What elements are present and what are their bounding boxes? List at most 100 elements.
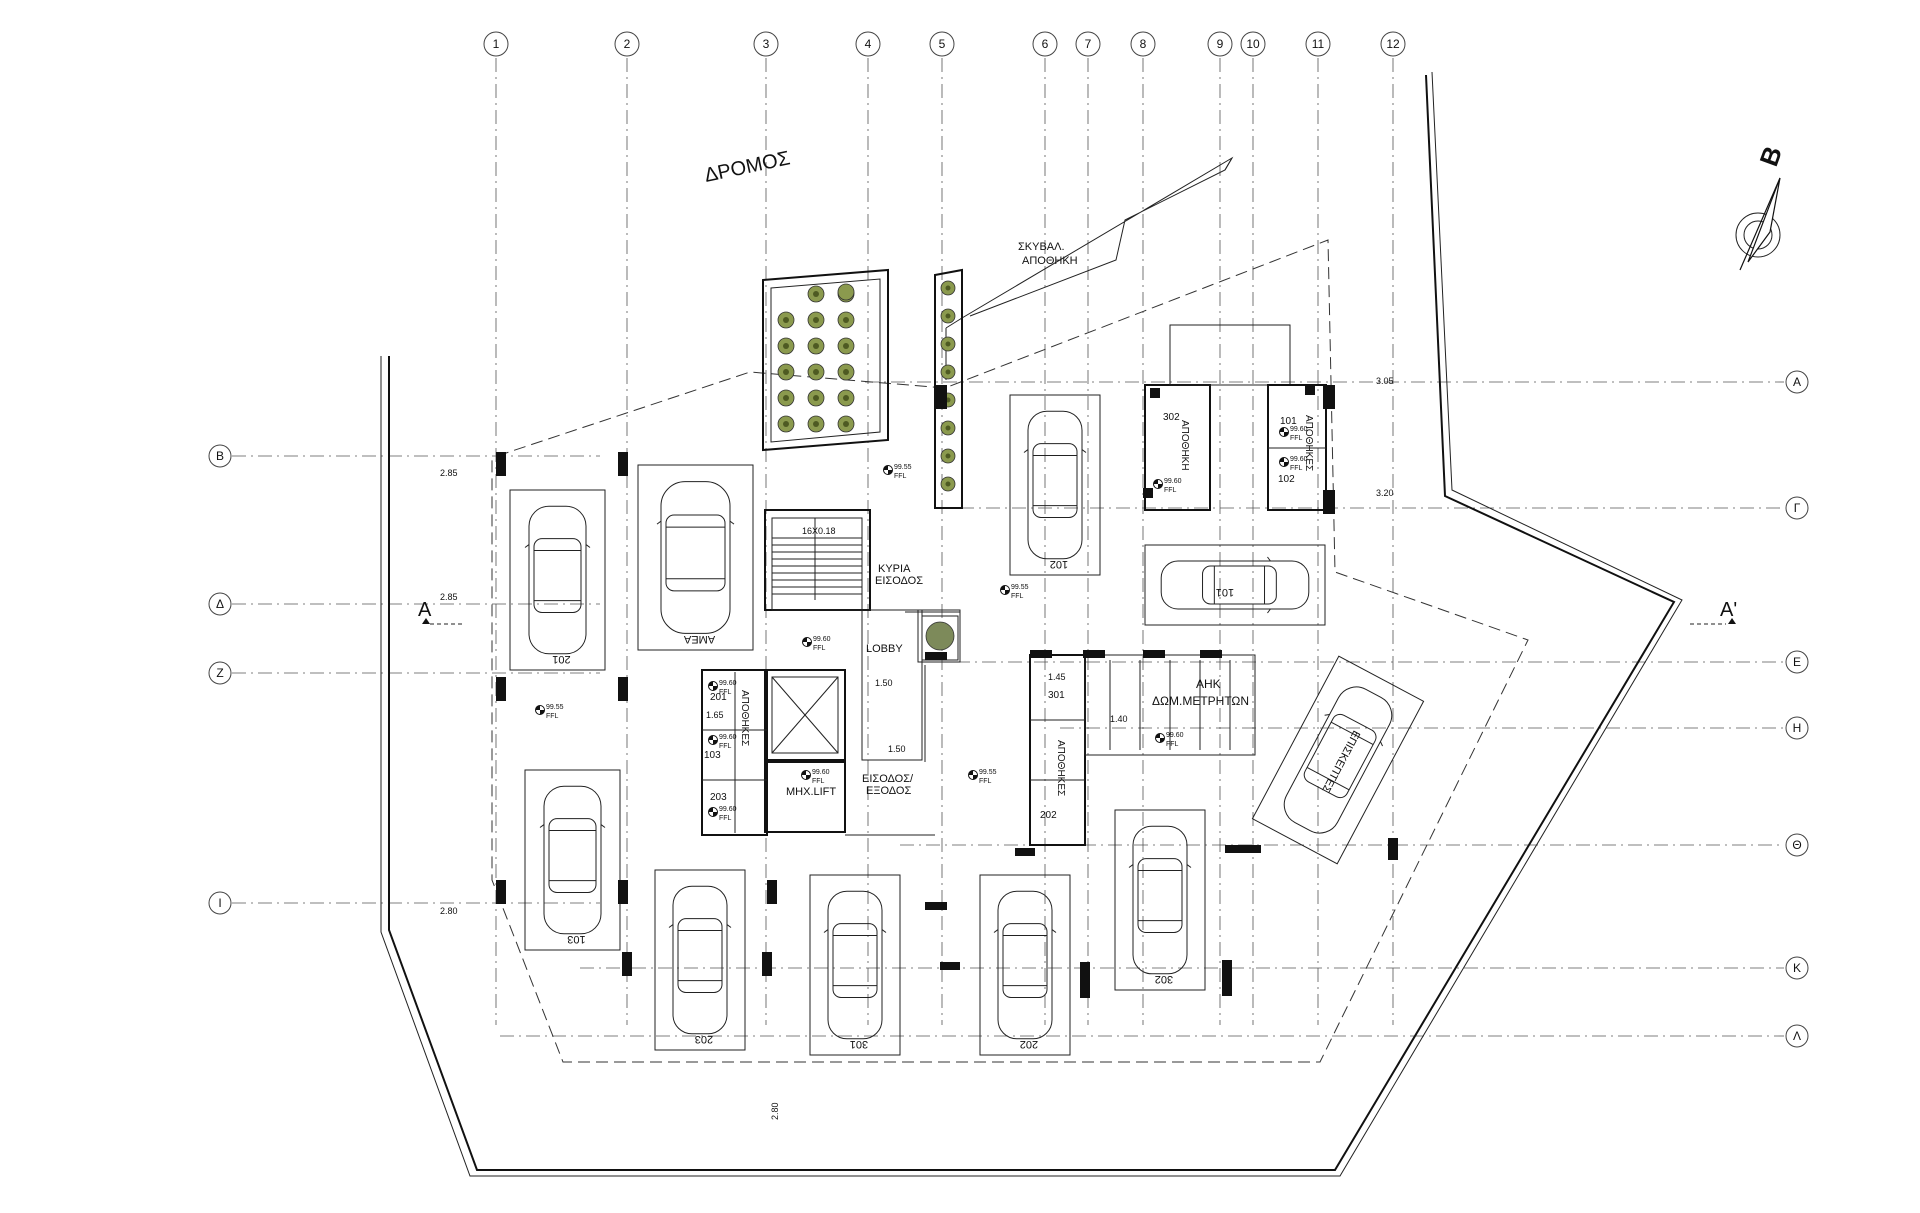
waste-label-2: ΑΠΟΘΗΚΗ [1022,255,1078,267]
tree-icon [777,415,795,433]
column [925,652,947,660]
column [622,952,632,976]
grid-number-6: 6 [1042,37,1049,51]
level-ffl: FFL [1290,435,1303,442]
level-ffl: FFL [719,743,732,750]
grid-bubble-right-3: H [1785,716,1809,740]
storage-301-label: 301 [1048,690,1065,701]
grid-number-1: 1 [493,37,500,51]
grid-bubble-3: 3 [753,31,779,57]
parking-label: 301 [850,1038,868,1050]
storage-103-label: 103 [704,750,721,761]
column [1150,388,1160,398]
grid-bubble-left-0: B [208,444,232,468]
column [618,880,628,904]
section-marker-left: A [418,599,462,625]
grid-bubble-left-2: Z [208,661,232,685]
grid-letter-right-3: H [1793,721,1802,735]
column [767,880,777,904]
north-label: B [1753,142,1788,170]
tree-icon [807,311,825,329]
dim-5: 3.20 [1376,488,1394,498]
car-icon [993,890,1057,1040]
storages-label-right: ΑΠΟΘΗΚΕΣ [1303,415,1314,471]
planter-large [762,268,889,452]
tree-icon [807,285,825,303]
parking-bay-6: 301 [809,874,901,1056]
section-marker-right: A' [1690,599,1737,625]
level-ffl: FFL [1011,593,1024,600]
level-ffl: FFL [979,778,992,785]
tree-icon [807,363,825,381]
storages-label-middle: ΑΠΟΘΗΚΕΣ [1055,740,1066,796]
grid-number-9: 9 [1217,37,1224,51]
column [1143,488,1153,498]
storage-203-label: 203 [710,792,727,803]
column [1083,650,1105,658]
tree-icon [940,280,956,296]
level-value: 99.60 [719,734,737,741]
parking-label-visitors: ΕΠΙΣΚΕΠΤΕΣ [1319,728,1362,794]
parking-bay-7: 202 [979,874,1071,1056]
waste-store: ΣΚΥΒΑΛ. ΑΠΟΘΗΚΗ [945,156,1234,380]
tree-icon [940,476,956,492]
tree-icon [837,363,855,381]
tree-icon [940,336,956,352]
entry-exit-label: ΕΙΣΟΔΟΣ/ [862,773,914,785]
grid-number-12: 12 [1386,37,1400,51]
lift-machine-room: ΜΗΧ.LIFT [764,761,846,833]
dim-6: 2.80 [770,1102,780,1120]
tree-icon [940,448,956,464]
tree-icon [837,283,855,301]
grid-letter-left-3: I [218,896,221,910]
tree-icon [837,389,855,407]
level-value: 99.60 [719,806,737,813]
grid-bubble-right-2: E [1785,650,1809,674]
meter-room-label: ΔΩΜ.ΜΕΤΡΗΤΩΝ [1152,694,1249,708]
grid-number-2: 2 [624,37,631,51]
parking-bay-2: 102 [1009,394,1101,576]
level-value: 99.55 [894,464,912,471]
storage-101-102: 101 102 ΑΠΟΘΗΚΕΣ [1267,384,1327,511]
level-ffl: FFL [812,778,825,785]
grid-bubble-right-1: Γ [1785,496,1809,520]
main-entrance-label: ΚΥΡΙΑ [878,563,911,575]
grid-letter-right-5: K [1793,961,1801,975]
car-icon [1283,686,1393,834]
level-value: 99.55 [979,769,997,776]
car-icon [823,890,887,1040]
grid-number-4: 4 [865,37,872,51]
parking-label: 302 [1155,973,1173,985]
lift-shaft [764,669,846,761]
column [618,452,628,476]
storages-label-left: ΑΠΟΘΗΚΕΣ [739,690,750,746]
parking-bay-1: ΑΜΕΑ [637,464,754,651]
parking-bay-5: 203 [654,869,746,1051]
grid-bubble-12: 12 [1380,31,1406,57]
lobby-label: LOBBY [866,643,903,655]
parking-bay-0: 201 [509,489,606,671]
dim-1: 2.85 [440,468,458,478]
parking-label: 102 [1050,558,1068,570]
column [1030,650,1052,658]
car-icon [656,481,735,634]
tree-icon [940,420,956,436]
column [1305,385,1315,395]
parking-bay-8: 302 [1114,809,1206,991]
grid-letter-left-1: Δ [216,597,224,611]
grid-bubble-right-5: K [1785,956,1809,980]
storage-block-middle: 301 202 ΑΠΟΘΗΚΕΣ [1029,654,1086,846]
grid-bubble-7: 7 [1075,31,1101,57]
parking-label: 103 [567,933,585,945]
parking-label: 101 [1216,586,1234,598]
storage-302-label: 302 [1163,412,1180,423]
tree-icon [807,337,825,355]
column [925,902,947,910]
storage-302-name: ΑΠΟΘΗΚΗ [1179,420,1190,471]
